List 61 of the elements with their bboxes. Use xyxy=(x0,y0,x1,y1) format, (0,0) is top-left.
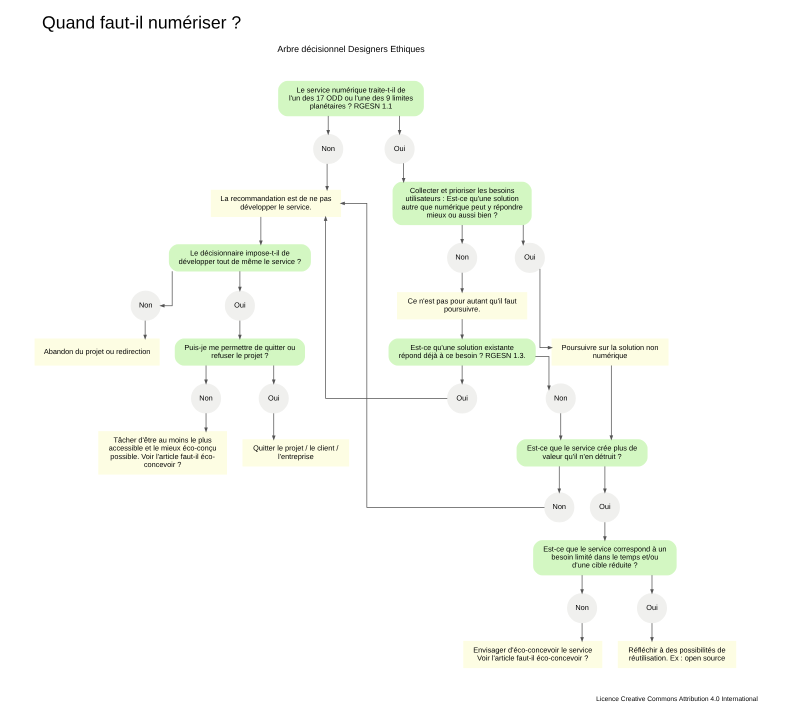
label: Arbre décisionnel Designers Ethiques xyxy=(276,44,424,54)
node-box: Est-ce que le service correspond à un besoin limité dans le temps et/ou d'une cible réduite ? xyxy=(532,540,676,576)
node-circle: Non xyxy=(312,134,343,164)
node-circle: Oui xyxy=(589,492,620,522)
arrow xyxy=(580,622,584,642)
arrow xyxy=(326,116,330,136)
node-box: La recommandation est de ne pas développer le service. xyxy=(210,190,341,218)
arrow xyxy=(271,412,276,441)
arrow xyxy=(158,270,172,308)
arrow xyxy=(204,412,208,433)
arrow xyxy=(460,318,464,340)
arrow xyxy=(271,365,276,385)
diagram-title: Quand faut-il numériser ? xyxy=(42,12,241,32)
node-circle: Non xyxy=(130,290,160,321)
arrow xyxy=(650,574,654,594)
node-circle: Oui xyxy=(636,593,667,624)
arrow xyxy=(238,270,242,292)
node-box: Réfléchir à des possibilités de réutilisation. Ex : open source xyxy=(617,640,736,668)
node-circle: Oui xyxy=(446,383,477,414)
node-box: Le décisionnaire impose-t-il de développer tout de même le service ? xyxy=(168,244,310,272)
node-circle: Non xyxy=(544,492,574,522)
node-box: Quitter le projet / le client / l'entreprise xyxy=(242,439,349,466)
node-box: Le service numérique traite-t-il de l'un des 17 ODD ou l'une des 9 limites planétaires ? RGESN 1.1 xyxy=(278,80,424,116)
arrow xyxy=(558,412,562,441)
arrow xyxy=(397,116,401,136)
arrow xyxy=(539,268,552,350)
node-box: Ce n'est pas pour autant qu'il faut poursuivre. xyxy=(396,292,527,320)
arrow xyxy=(258,216,262,246)
arrow xyxy=(556,466,561,494)
node-box: Abandon du projet ou redirection xyxy=(34,338,160,366)
node-box: Envisager d'éco-concevoir le service Voir l'article faut-il éco-concevoir ? xyxy=(462,640,602,668)
node-circle: Non xyxy=(566,593,597,624)
arrow xyxy=(650,622,654,642)
arrow xyxy=(460,365,464,385)
node-circle: Oui xyxy=(258,383,288,414)
arrow xyxy=(602,466,606,494)
arrow xyxy=(602,522,606,542)
arrow xyxy=(401,162,405,184)
arrow xyxy=(324,163,328,192)
node-box: Tâcher d'être au moins le plus accessible et le mieux éco-conçu possible. Voir l'article faut-il éco-concevoir ? xyxy=(98,431,227,475)
arrow xyxy=(609,365,613,441)
node-box: Collecter et prioriser les besoins utilisateurs : Est-ce qu'une solution autre que numérique peut y répondre mieux ou aussi bien ? xyxy=(392,182,532,226)
arrow xyxy=(460,224,464,244)
arrow xyxy=(142,320,146,340)
arrow xyxy=(323,216,448,399)
node-circle: Oui xyxy=(224,290,254,321)
node-box: Est-ce qu'une solution existante répond déjà à ce besoin ? RGESN 1.3. xyxy=(388,338,536,366)
node-circle: Non xyxy=(190,383,221,414)
arrow xyxy=(339,202,544,508)
arrow xyxy=(580,574,584,594)
node-circle: Oui xyxy=(384,134,414,164)
node-box: Puis-je me permettre de quitter ou refuser le projet ? xyxy=(174,338,305,366)
arrow xyxy=(460,272,464,294)
node-circle: Non xyxy=(446,242,477,273)
arrow xyxy=(238,320,242,340)
node-box: Est-ce que le service crée plus de valeur qu'il n'en détruit ? xyxy=(516,439,648,466)
arrow xyxy=(204,365,208,385)
arrow xyxy=(534,356,550,391)
node-circle: Oui xyxy=(514,242,544,273)
node-box: Poursuivre sur la solution non numérique xyxy=(551,338,668,366)
arrow xyxy=(520,224,525,246)
